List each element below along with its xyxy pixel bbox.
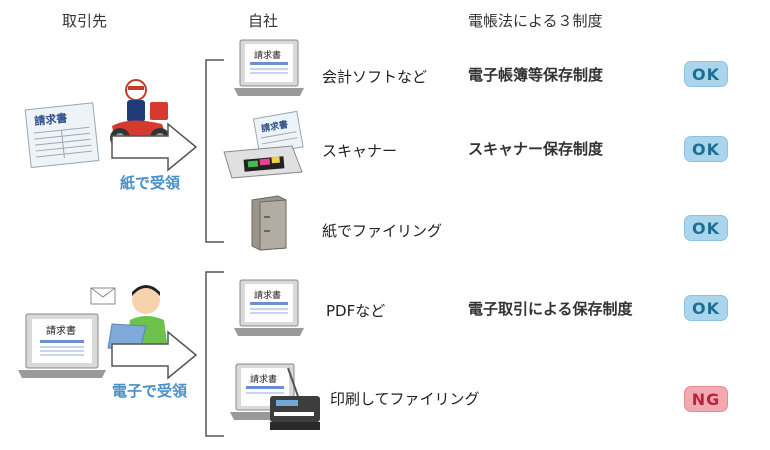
result-badge: NG [684, 386, 728, 412]
binder-icon [251, 195, 287, 251]
scanner-icon: 請求書 [223, 110, 304, 179]
partner-laptop-icon: 請求書 [18, 313, 106, 378]
invoice-title: 請求書 [254, 289, 281, 301]
paper-bracket [205, 59, 224, 243]
invoice-title: 請求書 [46, 324, 76, 337]
method-label: スキャナー [322, 142, 398, 160]
method-label: PDFなど [326, 302, 386, 320]
three-systems-header: 電帳法による３制度 [468, 12, 603, 30]
system-label: スキャナー保存制度 [468, 140, 604, 158]
paper-receive-label: 紙で受領 [120, 174, 181, 192]
method-label: 会計ソフトなど [322, 68, 428, 86]
system-label: 電子帳簿等保存制度 [468, 66, 604, 84]
invoice-title: 請求書 [254, 49, 281, 61]
result-badge: OK [684, 61, 728, 87]
invoice-title: 請求書 [250, 373, 277, 385]
laptop-invoice-icon: 請求書 [234, 279, 304, 336]
arrow-right-icon [111, 330, 198, 380]
result-badge: OK [684, 295, 728, 321]
electronic-bracket [205, 271, 224, 437]
method-label: 印刷してファイリング [330, 390, 480, 408]
electronic-receive-label: 電子で受領 [112, 382, 188, 400]
result-badge: OK [684, 136, 728, 162]
arrow-right-icon [111, 122, 198, 172]
partner-header: 取引先 [62, 12, 108, 30]
method-label: 紙でファイリング [322, 222, 443, 240]
laptop-invoice-icon: 請求書 [234, 39, 304, 96]
invoice-title: 請求書 [34, 111, 68, 128]
result-badge: OK [684, 215, 728, 241]
invoice-paper-icon: 請求書 [24, 102, 100, 169]
printer-icon: 請求書 [230, 363, 320, 430]
system-label: 電子取引による保存制度 [468, 300, 633, 318]
own-company-header: 自社 [248, 12, 279, 30]
mail-icon [90, 287, 116, 305]
